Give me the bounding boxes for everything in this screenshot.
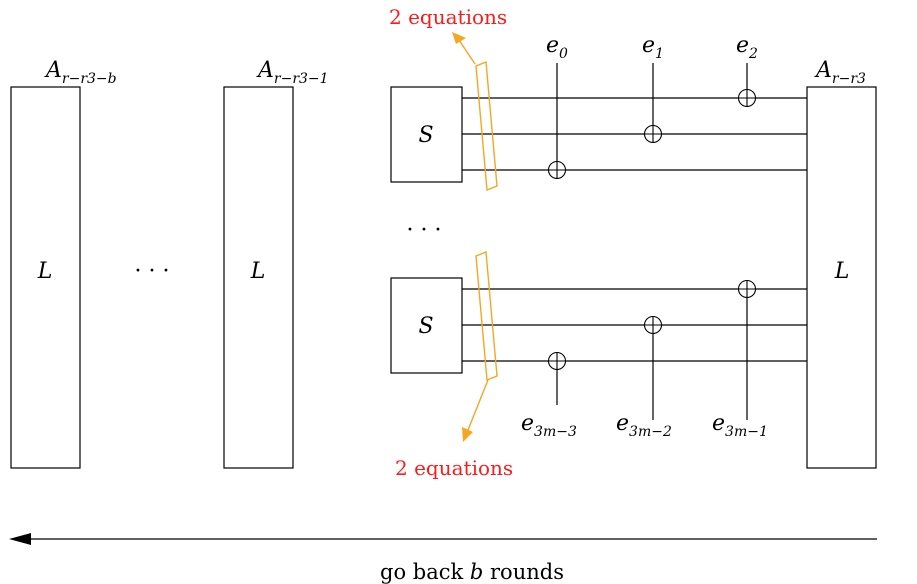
xor-bottom-e3m-3 [547,351,567,371]
l-box-right [806,86,877,469]
xor-top-e1 [643,124,663,144]
equation-arrow-bottom-line [467,379,489,431]
xor-bottom-e3m-2 [643,315,663,335]
key-label-e3m-2: e3m−2 [616,411,672,440]
l-box-left [10,86,81,469]
l-box-middle [223,86,294,469]
xor-bottom-e3m-1 [737,279,757,299]
direction-arrow-head [9,533,31,545]
state-label-left-sub: r−r3−b [62,71,117,87]
key-label-e3m-1: e3m−1 [712,411,768,440]
l-box-right-label: L [834,259,850,284]
xor-top-e2 [737,88,757,108]
xor-top-e0 [547,160,567,180]
state-label-left: Ar−r3−b [44,58,117,87]
state-label-right-base: A [814,58,832,83]
state-label-middle: Ar−r3−1 [256,58,329,87]
l-box-middle-label: L [250,259,266,284]
state-label-middle-base: A [256,58,274,83]
equation-bracket-bottom [475,251,498,381]
key-label-e1: e1 [642,33,664,62]
state-label-left-base: A [44,58,62,83]
ellipsis-between-s: · · · [407,218,442,243]
equation-label-top: 2 equations [389,5,507,29]
equation-arrow-top-head [452,32,466,44]
s-box-top-label: S [418,123,433,148]
key-label-e2: e2 [736,33,758,62]
direction-caption: go back b rounds [380,560,564,584]
wires-top [462,63,807,171]
equation-arrow-top-line [458,39,476,65]
ellipsis-between-l: · · · [135,259,170,284]
l-box-left-label: L [37,259,53,284]
equation-arrow-bottom-head [462,427,473,442]
key-label-e3m-3: e3m−3 [521,411,577,440]
equation-bracket-top [475,61,498,191]
s-box-bottom-label: S [418,314,433,339]
state-label-middle-sub: r−r3−1 [274,71,329,87]
state-label-right-sub: r−r3 [832,71,866,87]
state-label-right: Ar−r3 [814,58,866,87]
wires-bottom [462,288,807,420]
equation-label-bottom: 2 equations [395,456,513,480]
key-label-e0: e0 [546,33,568,62]
